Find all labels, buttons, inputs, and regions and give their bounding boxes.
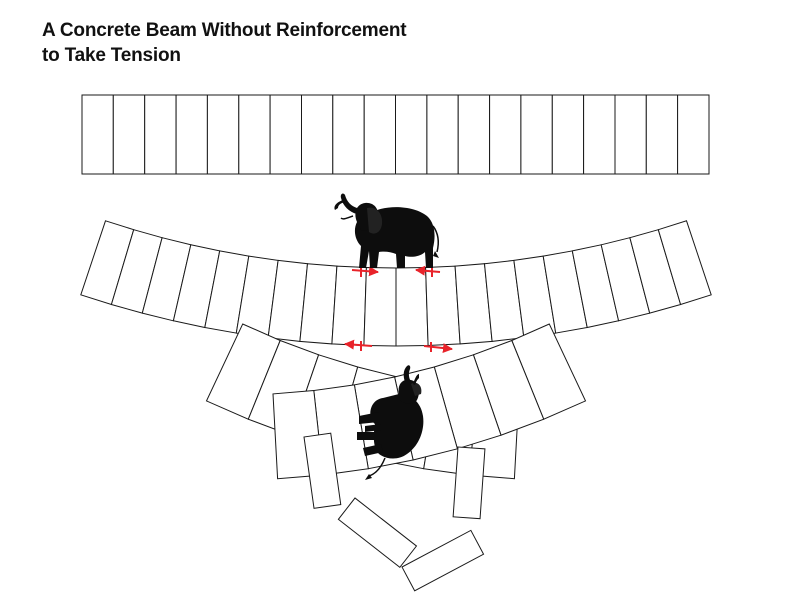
beam-block xyxy=(395,94,428,175)
falling-block xyxy=(452,446,486,520)
beam-block xyxy=(175,94,208,175)
beam-block xyxy=(332,94,365,175)
beam-block xyxy=(206,94,240,175)
beam-block xyxy=(144,94,177,175)
beam-block xyxy=(614,94,647,175)
bent-beam-block xyxy=(425,265,461,347)
beam-block xyxy=(645,94,679,175)
elephant-icon xyxy=(357,365,424,480)
bent-beam-block xyxy=(363,266,397,347)
beam-block xyxy=(301,94,334,175)
falling-block xyxy=(337,497,418,568)
beam-block xyxy=(520,94,553,175)
falling-block xyxy=(303,432,342,509)
diagram-title: A Concrete Beam Without Reinforcement to… xyxy=(42,18,407,68)
bent-beam-block xyxy=(657,220,712,306)
beam-block xyxy=(81,94,114,175)
beam-block xyxy=(489,94,522,175)
beam-block xyxy=(426,94,459,175)
beam-block xyxy=(112,94,146,175)
straight-beam xyxy=(81,94,710,175)
elephant-icon xyxy=(334,193,439,268)
tension-arrow-left xyxy=(344,339,373,350)
title-line-1: A Concrete Beam Without Reinforcement xyxy=(42,20,407,41)
beam-block xyxy=(677,94,710,175)
beam-block xyxy=(238,94,271,175)
beam-block xyxy=(363,94,396,175)
beam-block xyxy=(551,94,585,175)
beam-block xyxy=(457,94,491,175)
beam-block xyxy=(269,94,302,175)
compression-arrow-right xyxy=(415,265,441,276)
title-line-2: to Take Tension xyxy=(42,45,181,66)
compression-arrow-left xyxy=(351,266,379,277)
beam-block xyxy=(583,94,616,175)
bent-beam-block xyxy=(395,266,429,347)
tension-arrow-right xyxy=(423,343,453,354)
falling-blocks xyxy=(303,432,486,592)
bent-beam-block xyxy=(331,265,367,347)
falling-block xyxy=(401,529,485,592)
bent-beam xyxy=(80,220,712,347)
